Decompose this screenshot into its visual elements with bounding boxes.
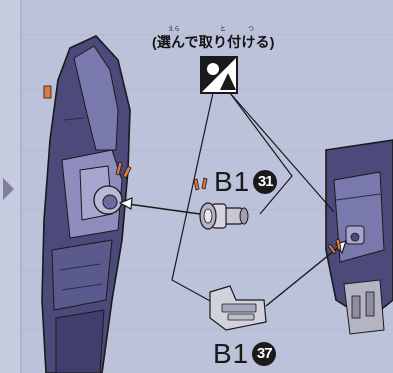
part-number-badge: 37	[252, 342, 277, 366]
ruby-erabu: えら	[168, 27, 181, 33]
armor-part-left	[41, 35, 131, 373]
assembly-arrow-icon	[118, 197, 347, 307]
page-gutter	[0, 0, 22, 373]
part-number-badge: 31	[253, 170, 278, 194]
runner-label: B1	[214, 166, 251, 197]
part-code-b1-37: B1 37	[213, 338, 277, 370]
attention-mark-icon	[115, 161, 342, 255]
part-code-b1-31: B1 31	[214, 166, 278, 198]
selection-lines	[171, 92, 335, 303]
choose-one-symbol-icon	[200, 56, 238, 94]
choose-instruction-label: (選んで取り付ける)	[152, 34, 275, 50]
part-b1-37	[209, 285, 267, 331]
armor-part-right	[325, 139, 393, 335]
ruby-tsu: つ	[248, 27, 255, 33]
page-arrow-icon	[3, 178, 14, 200]
ruby-to: と	[220, 27, 227, 33]
orange-detail	[43, 85, 52, 99]
part-b1-31	[199, 202, 249, 230]
runner-label: B1	[213, 338, 250, 369]
